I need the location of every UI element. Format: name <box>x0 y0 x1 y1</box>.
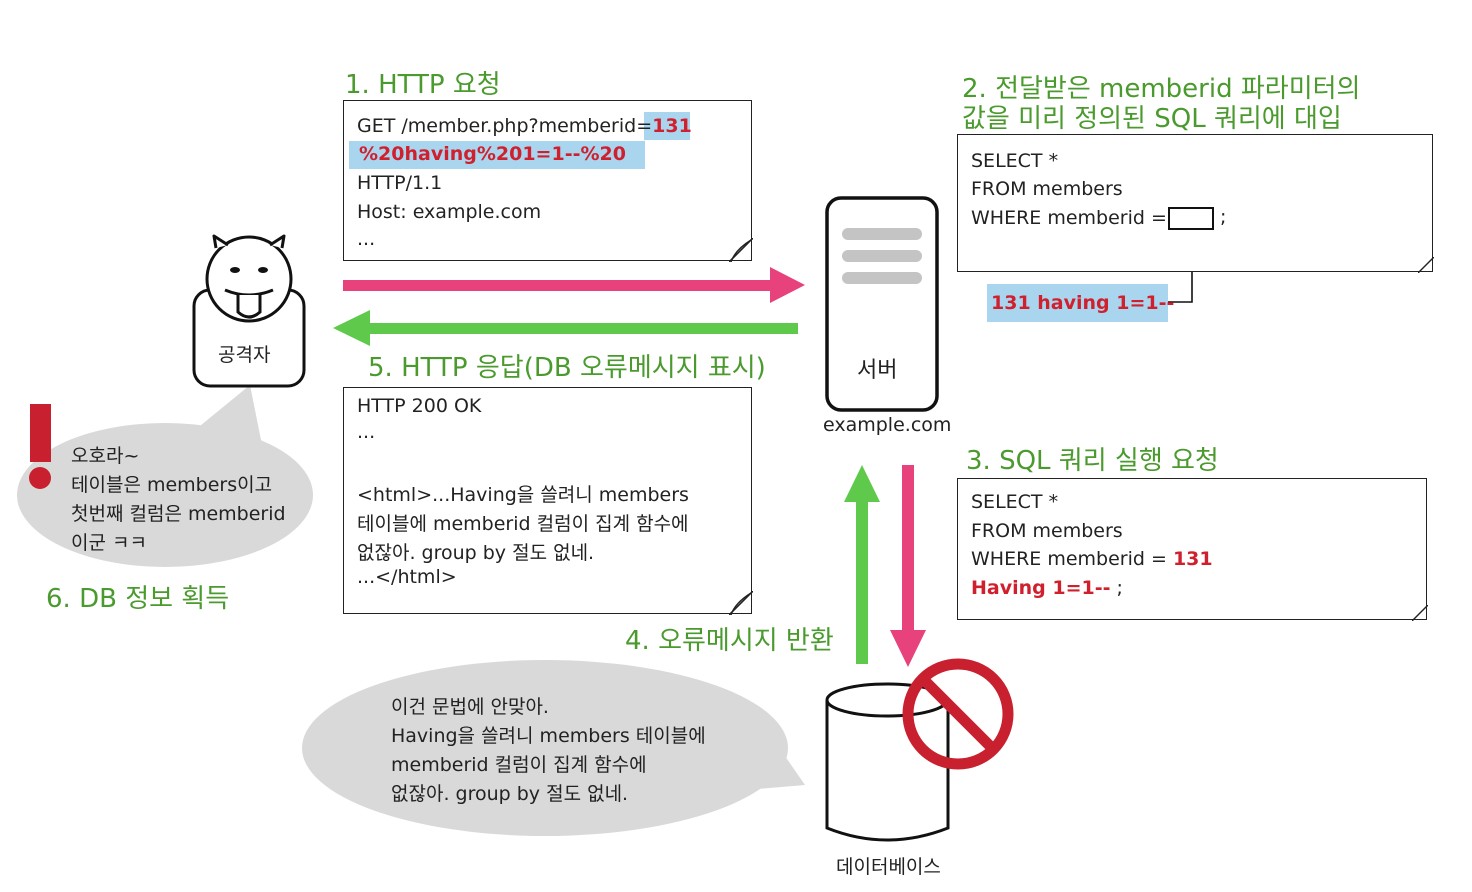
response-line-6: ...</html> <box>357 566 457 588</box>
request-param-value: 131 <box>652 115 692 137</box>
attacker-bubble-line-2: 테이블은 members이고 <box>71 470 272 497</box>
database-icon <box>827 684 948 840</box>
request-path: GET /member.php?memberid= <box>357 115 652 137</box>
query-exec-arrow <box>890 465 926 667</box>
exec-line-4: Having 1=1-- ; <box>971 577 1123 599</box>
request-line-4: Host: example.com <box>357 201 541 223</box>
exec-line-3: WHERE memberid = 131 <box>971 548 1213 570</box>
request-line-3: HTTP/1.1 <box>357 172 442 194</box>
folded-corner <box>729 591 753 615</box>
template-line-2: FROM members <box>971 178 1123 200</box>
error-return-arrow <box>844 465 880 664</box>
request-arrow <box>343 267 805 303</box>
exec-having: Having 1=1-- <box>971 577 1111 599</box>
folded-corner <box>1412 605 1428 621</box>
response-line-2: ... <box>357 421 375 443</box>
db-speech-bubble <box>302 660 805 836</box>
folded-corner <box>1418 257 1434 273</box>
server-host: example.com <box>823 414 951 436</box>
request-line-5: ... <box>357 228 375 250</box>
folded-corner <box>729 238 753 262</box>
server-label: 서버 <box>857 352 897 384</box>
db-bubble-line-1: 이건 문법에 안맞아. <box>391 692 549 719</box>
attacker-bubble-line-4: 이군 ㅋㅋ <box>71 528 147 555</box>
exec-where: WHERE memberid = <box>971 548 1167 570</box>
db-bubble-line-4: 없잖아. group by 절도 없네. <box>391 779 628 806</box>
template-line-3: WHERE memberid = <box>971 207 1167 229</box>
placeholder-slot <box>1168 207 1214 230</box>
db-bubble-line-3: memberid 컬럼이 집계 함수에 <box>391 750 647 777</box>
template-line-3-suffix: ; <box>1220 206 1226 228</box>
exec-line-1: SELECT * <box>971 491 1058 513</box>
injected-value: 131 having 1=1-- <box>991 292 1174 314</box>
response-line-3: <html>...Having을 쓸려니 members <box>357 480 689 507</box>
response-line-5: 없잖아. group by 절도 없네. <box>357 538 594 565</box>
database-label: 데이터베이스 <box>836 852 941 879</box>
template-line-1: SELECT * <box>971 150 1058 172</box>
exec-line-2: FROM members <box>971 520 1123 542</box>
exec-semicolon: ; <box>1117 577 1123 599</box>
exec-value: 131 <box>1173 548 1213 570</box>
response-arrow <box>333 310 798 346</box>
db-bubble-line-2: Having을 쓸려니 members 테이블에 <box>391 721 706 748</box>
response-line-1: HTTP 200 OK <box>357 395 481 417</box>
exclamation-icon <box>29 404 51 489</box>
request-line-2: %20having%201=1--%20 <box>359 143 626 165</box>
response-line-4: 테이블에 memberid 컬럼이 집계 함수에 <box>357 509 689 536</box>
attacker-bubble-line-3: 첫번째 컬럼은 memberid <box>71 499 286 526</box>
attacker-bubble-line-1: 오호라~ <box>71 441 139 468</box>
attacker-label: 공격자 <box>218 340 270 367</box>
request-line-1: GET /member.php?memberid=131 <box>357 115 692 137</box>
